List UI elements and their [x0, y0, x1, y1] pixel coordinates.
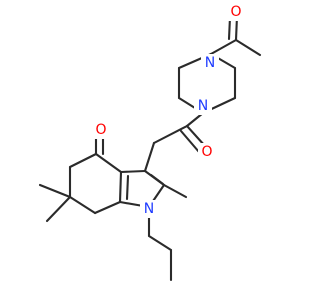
- bond-amide-n-carbonyl: [185, 111, 205, 128]
- bond-acetyl-n: [234, 38, 262, 57]
- bond-ch2-c3: [143, 141, 156, 173]
- bond-c3a-c3: [119, 169, 147, 174]
- bond-amide-co-1: [185, 124, 207, 148]
- bond-c6-methyl-2: [45, 195, 72, 223]
- bond-c6-c7: [68, 195, 97, 215]
- bond-c7-c7a: [93, 200, 122, 215]
- bond-amide-ch2: [152, 124, 189, 145]
- nitrogen-indole-label: N: [144, 201, 154, 217]
- bond-acetyl-methyl: [209, 38, 238, 56]
- bond-propyl-2: [147, 234, 173, 252]
- bond-c6-methyl-1: [38, 183, 72, 199]
- bond-amide-co-2: [179, 129, 201, 154]
- nitrogen-acetyl-label: N: [205, 55, 215, 71]
- oxygen-acetyl-label: O: [230, 4, 241, 20]
- molecule-diagram: O N N O O N: [38, 3, 262, 282]
- nitrogen-piperazine-label: N: [198, 98, 208, 114]
- bond-c2-methyl: [162, 183, 188, 199]
- bond-c4-c5: [68, 152, 98, 169]
- bond-c7a-c3a-double: [125, 174, 130, 201]
- oxygen-amide-label: O: [201, 144, 212, 160]
- molecule-structure: O N N O O N: [38, 3, 262, 282]
- bond-c7a-c3a: [118, 170, 123, 204]
- bond-c3a-c4: [94, 152, 123, 174]
- bond-c3-c2-double: [149, 173, 165, 186]
- oxygen-ketone-label: O: [95, 122, 106, 138]
